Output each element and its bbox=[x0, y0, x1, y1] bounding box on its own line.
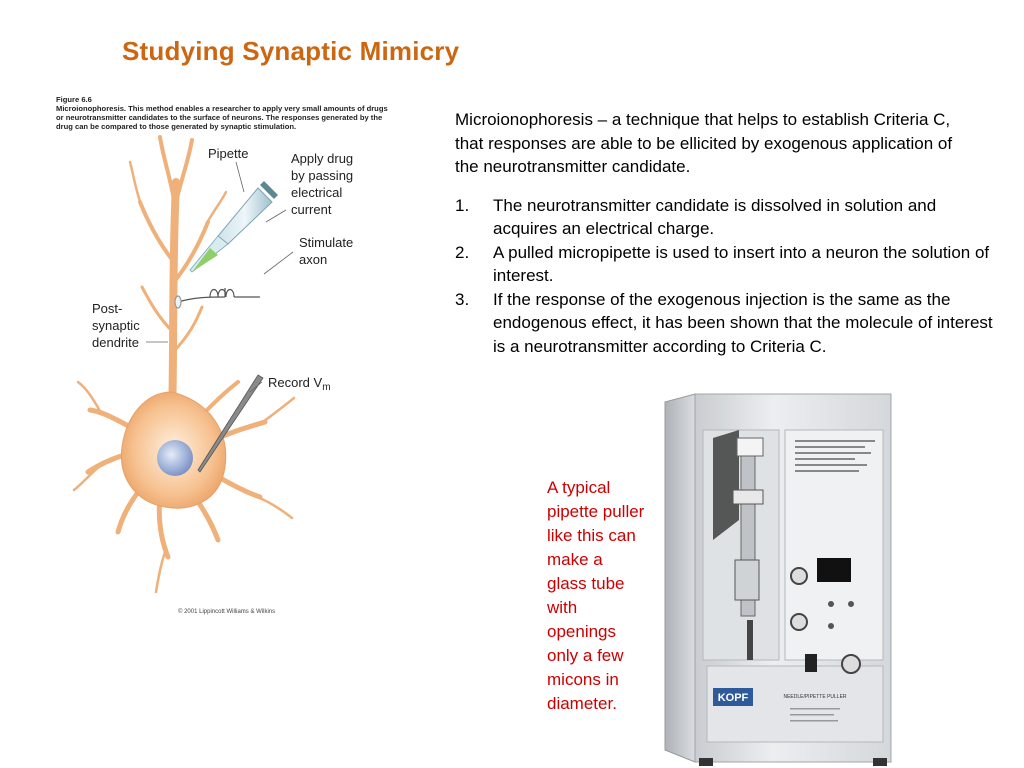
figure-caption-text: Microionophoresis. This method enables a… bbox=[56, 104, 388, 131]
label-record: Record Vm bbox=[268, 374, 331, 396]
device-panel-label: NEEDLE/PIPETTE PULLER bbox=[783, 694, 846, 700]
label-apply-drug: Apply drug by passing electrical current bbox=[291, 150, 353, 218]
neuron-illustration bbox=[72, 135, 296, 594]
pipette-puller-photo: KOPF NEEDLE/PIPETTE PULLER bbox=[664, 393, 892, 766]
figure-copyright: © 2001 Lippincott Williams & Wilkins bbox=[178, 609, 276, 615]
label-apply-drug-line3: electrical bbox=[291, 185, 343, 200]
label-apply-drug-line1: Apply drug bbox=[291, 151, 354, 166]
list-item-text: The neurotransmitter candidate is dissol… bbox=[493, 195, 937, 239]
label-apply-drug-line2: by passing bbox=[291, 168, 354, 183]
label-record-text: Record V bbox=[268, 375, 323, 390]
label-stimulate-line2: axon bbox=[299, 252, 328, 267]
list-item: 1. The neurotransmitter candidate is diss… bbox=[455, 194, 995, 241]
label-post-synaptic: Post- synaptic dendrite bbox=[92, 300, 140, 351]
drug-pipette bbox=[189, 181, 278, 273]
stimulating-electrode bbox=[174, 288, 260, 309]
figure-caption: Figure 6.6 Microionophoresis. This metho… bbox=[56, 95, 396, 131]
label-stimulate: Stimulate axon bbox=[299, 234, 353, 268]
list-item-text: A pulled micropipette is used to insert … bbox=[493, 242, 990, 286]
device-brand: KOPF bbox=[718, 692, 749, 704]
intro-paragraph: Microionophoresis – a technique that hel… bbox=[455, 110, 953, 176]
photo-caption: A typical pipette puller like this can m… bbox=[547, 478, 645, 713]
label-apply-drug-line4: current bbox=[291, 202, 332, 217]
label-record-subscript: m bbox=[322, 382, 331, 393]
neuron-nucleus bbox=[157, 440, 193, 476]
figure-number: Figure 6.6 bbox=[56, 95, 92, 104]
list-item: 2. A pulled micropipette is used to inser… bbox=[455, 241, 995, 288]
body-text: Microionophoresis – a technique that hel… bbox=[455, 108, 995, 358]
list-item-number: 3. bbox=[455, 289, 470, 309]
steps-list: 1. The neurotransmitter candidate is diss… bbox=[455, 194, 995, 359]
label-post-synaptic-line3: dendrite bbox=[92, 335, 139, 350]
label-post-synaptic-line2: synaptic bbox=[92, 318, 140, 333]
list-item-number: 2. bbox=[455, 242, 470, 262]
recording-electrode bbox=[197, 374, 264, 473]
label-stimulate-line1: Stimulate bbox=[299, 235, 354, 250]
label-pipette: Pipette bbox=[208, 146, 249, 161]
list-item-text: If the response of the exogenous injecti… bbox=[493, 289, 993, 356]
label-post-synaptic-line1: Post- bbox=[92, 301, 123, 316]
slide-title: Studying Synaptic Mimicry bbox=[122, 36, 460, 66]
list-item: 3. If the response of the exogenous injec… bbox=[455, 288, 995, 359]
list-item-number: 1. bbox=[455, 195, 470, 215]
